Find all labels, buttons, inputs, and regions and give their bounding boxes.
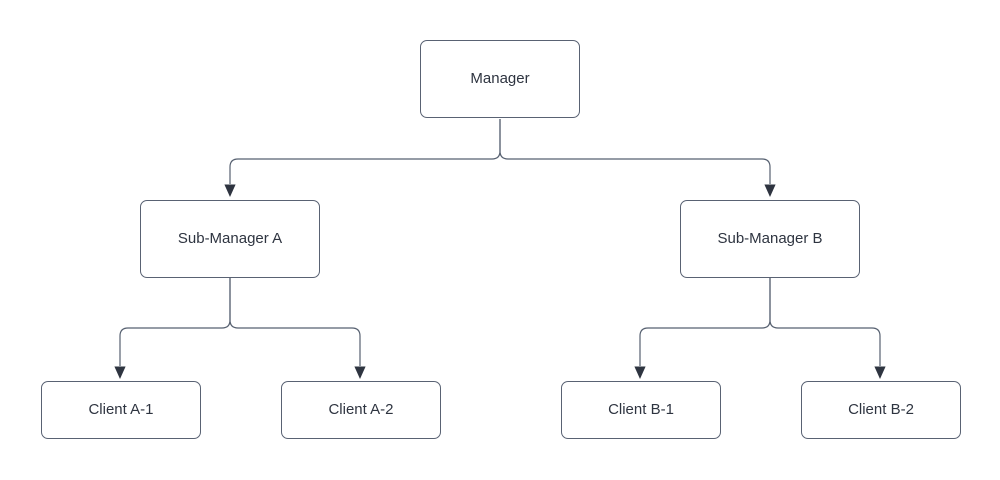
arrowhead-client-b1	[634, 366, 646, 379]
node-sub-manager-a[interactable]: Sub-Manager A	[140, 200, 320, 278]
edge-sub-b-to-client-b1	[639, 278, 771, 366]
node-client-b1[interactable]: Client B-1	[561, 381, 721, 439]
edge-manager-to-sub-a	[229, 119, 501, 184]
edge-manager-to-sub-b	[499, 119, 771, 184]
node-client-b1-label: Client B-1	[608, 401, 674, 418]
node-sub-manager-b[interactable]: Sub-Manager B	[680, 200, 860, 278]
edge-sub-a-to-client-a2	[229, 278, 361, 366]
edge-sub-b-to-client-b2	[769, 278, 881, 366]
node-client-a2-label: Client A-2	[328, 401, 394, 418]
node-manager-label: Manager	[470, 70, 530, 87]
edge-sub-a-to-client-a1	[119, 278, 231, 366]
node-sub-manager-b-label: Sub-Manager B	[717, 230, 823, 247]
node-sub-manager-a-label: Sub-Manager A	[177, 230, 283, 247]
node-client-a1-label: Client A-1	[88, 401, 154, 418]
arrowhead-client-a2	[354, 366, 366, 379]
node-manager[interactable]: Manager	[420, 40, 580, 118]
node-client-b2-label: Client B-2	[848, 401, 914, 418]
arrowhead-client-a1	[114, 366, 126, 379]
node-client-a1[interactable]: Client A-1	[41, 381, 201, 439]
arrowhead-sub-b	[764, 184, 776, 197]
node-client-a2[interactable]: Client A-2	[281, 381, 441, 439]
arrowhead-sub-a	[224, 184, 236, 197]
arrowhead-client-b2	[874, 366, 886, 379]
node-client-b2[interactable]: Client B-2	[801, 381, 961, 439]
